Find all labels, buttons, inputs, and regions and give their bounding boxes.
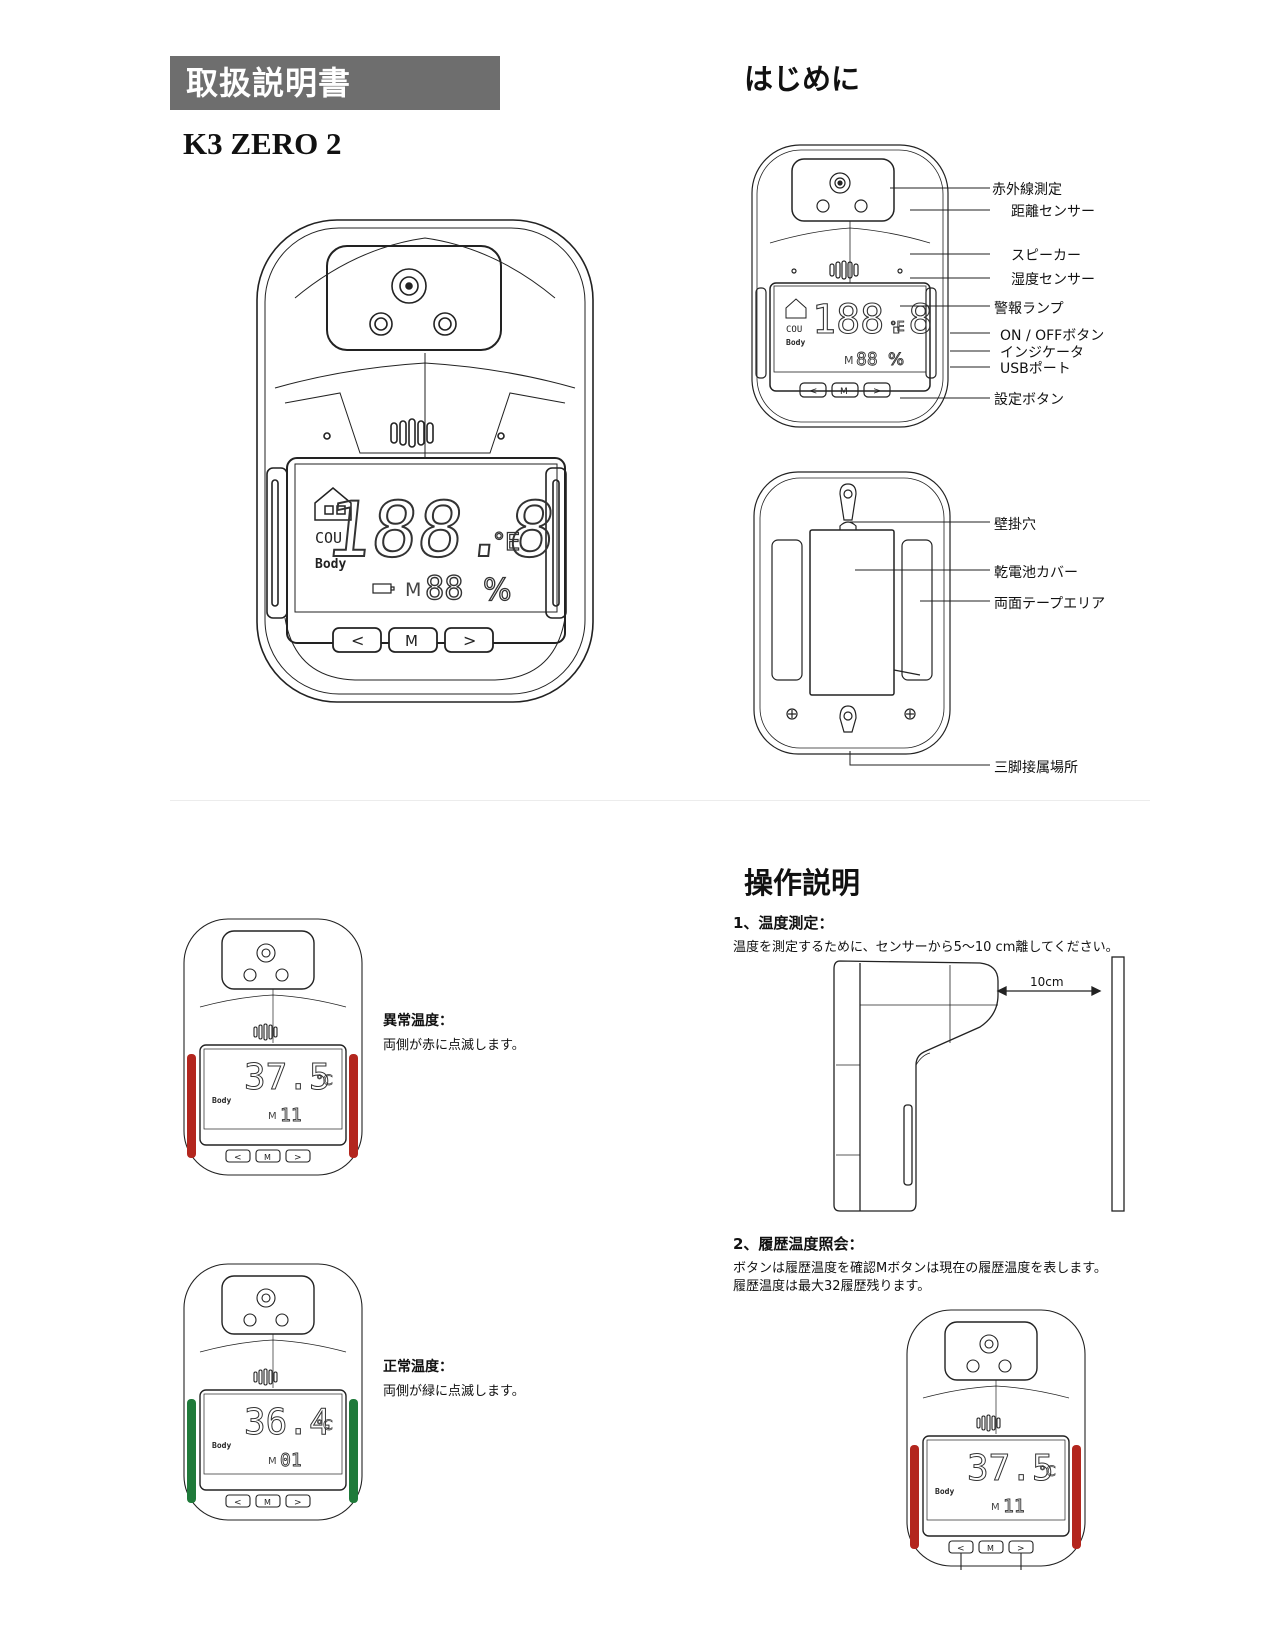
svg-text:M: M xyxy=(840,387,848,397)
svg-text:188.8: 188.8 xyxy=(812,297,932,343)
lcd-sub-digits: 88 xyxy=(425,569,464,607)
svg-text:>: > xyxy=(873,386,881,397)
device-front-small: COU Body 188.8 °E M 88 % < M > xyxy=(751,144,949,428)
svg-text:°C: °C xyxy=(316,1073,333,1089)
svg-text:01: 01 xyxy=(280,1450,302,1471)
svg-text:<: < xyxy=(809,386,817,397)
history-lamp-right xyxy=(1072,1445,1081,1549)
label-setting-buttons: 設定ボタン xyxy=(994,392,1064,408)
step1-description: 温度を測定するために、センサーから5〜10 cm離してください。 xyxy=(733,940,1119,955)
normal-lamp-left xyxy=(187,1399,196,1503)
svg-text:Body: Body xyxy=(212,1441,231,1450)
label-tape-area: 両面テープエリア xyxy=(994,596,1106,612)
svg-text:<: < xyxy=(351,631,364,650)
alarm-lamp-left xyxy=(187,1054,196,1158)
svg-text:<: < xyxy=(234,1153,242,1163)
abnormal-title: 異常温度： xyxy=(383,1013,453,1029)
label-wall-hole: 壁掛穴 xyxy=(994,517,1036,533)
label-speaker: スピーカー xyxy=(1011,248,1081,264)
svg-text:>: > xyxy=(294,1153,302,1163)
lcd-main-digits: 188.8 xyxy=(322,485,560,574)
device-abnormal-temp: 37.5 °C Body M 11 < M > xyxy=(183,918,363,1176)
label-tripod-mount: 三脚接属場所 xyxy=(994,760,1078,776)
svg-text:M: M xyxy=(991,1502,1000,1513)
svg-text:M: M xyxy=(264,1498,271,1507)
normal-lamp-right xyxy=(349,1399,358,1503)
label-battery-cover: 乾電池カバー xyxy=(994,565,1078,581)
lcd-percent: % xyxy=(483,573,512,608)
svg-text:11: 11 xyxy=(1003,1496,1025,1517)
svg-text:Body: Body xyxy=(935,1487,954,1496)
lcd-house-icon xyxy=(314,487,352,521)
left-button[interactable]: < xyxy=(332,627,382,653)
device-side-view xyxy=(833,956,1125,1212)
normal-description: 両側が緑に点滅します。 xyxy=(383,1384,525,1399)
normal-temp-value: 36.4 xyxy=(244,1402,331,1443)
lcd-cou-label: COU xyxy=(315,529,342,547)
step1-title: 1、温度測定： xyxy=(733,914,834,932)
svg-text:Body: Body xyxy=(212,1096,231,1105)
svg-text:>: > xyxy=(1017,1544,1025,1554)
label-infrared: 赤外線測定 xyxy=(992,182,1062,198)
svg-text:COU: COU xyxy=(786,325,802,335)
label-usb-port: USBポート xyxy=(1000,361,1071,377)
history-temp-value: 37.5 xyxy=(967,1448,1054,1489)
lcd-m-label: M xyxy=(405,579,421,601)
lcd-unit: °E xyxy=(493,528,520,556)
device-normal-temp: 36.4 °C Body M 01 < M > xyxy=(183,1263,363,1521)
svg-text:M: M xyxy=(268,1456,277,1467)
svg-text:°E: °E xyxy=(890,320,905,335)
abnormal-temp-value: 37.5 xyxy=(244,1057,331,1098)
device-back xyxy=(753,471,951,755)
abnormal-description: 両側が赤に点滅します。 xyxy=(383,1038,525,1053)
step2-title: 2、履歴温度照会： xyxy=(733,1235,864,1253)
m-button[interactable]: M xyxy=(388,627,438,653)
label-indicator: インジケータ xyxy=(1000,345,1084,361)
svg-text:>: > xyxy=(463,631,476,650)
distance-label: 10cm xyxy=(1030,975,1064,989)
label-humidity-sensor: 湿度センサー xyxy=(1011,272,1095,288)
intro-heading: はじめに xyxy=(744,62,861,96)
label-distance-sensor: 距離センサー xyxy=(1011,204,1095,220)
svg-text:%: % xyxy=(888,350,904,370)
svg-text:11: 11 xyxy=(280,1105,302,1126)
svg-text:88: 88 xyxy=(856,349,878,370)
history-lamp-left xyxy=(910,1445,919,1549)
normal-title: 正常温度： xyxy=(383,1359,453,1375)
svg-text:M: M xyxy=(987,1544,994,1553)
step2-description-line2: 履歴温度は最大32履歴残ります。 xyxy=(733,1279,931,1294)
svg-text:M: M xyxy=(844,354,854,367)
front-callout-lines xyxy=(890,187,990,399)
label-power-button: ON / OFFボタン xyxy=(1000,328,1105,344)
battery-icon xyxy=(372,583,395,594)
svg-text:M: M xyxy=(268,1111,277,1122)
manual-title: 取扱説明書 xyxy=(170,56,500,110)
svg-text:<: < xyxy=(957,1544,965,1554)
alarm-lamp-right xyxy=(349,1054,358,1158)
operation-heading: 操作説明 xyxy=(744,866,861,900)
svg-text:>: > xyxy=(294,1498,302,1508)
right-button[interactable]: > xyxy=(444,627,494,653)
model-name: K3 ZERO 2 xyxy=(183,126,342,161)
section-divider xyxy=(170,800,1150,801)
lcd-body-label: Body xyxy=(315,557,346,572)
svg-text:°C: °C xyxy=(316,1418,333,1434)
step2-description-line1: ボタンは履歴温度を確認Mボタンは現在の履歴温度を表します。 xyxy=(733,1261,1107,1276)
svg-text:<: < xyxy=(234,1498,242,1508)
svg-text:M: M xyxy=(405,632,418,650)
label-alarm-lamp: 警報ランプ xyxy=(994,301,1064,317)
svg-text:Body: Body xyxy=(786,338,805,347)
device-front-large: COU Body 188.8 °E M 88 % < M > xyxy=(256,219,594,703)
svg-text:M: M xyxy=(264,1153,271,1162)
svg-text:°C: °C xyxy=(1039,1464,1056,1480)
device-history: 37.5 °C Body M 11 < M > xyxy=(906,1309,1086,1570)
back-callout-lines xyxy=(849,521,990,766)
